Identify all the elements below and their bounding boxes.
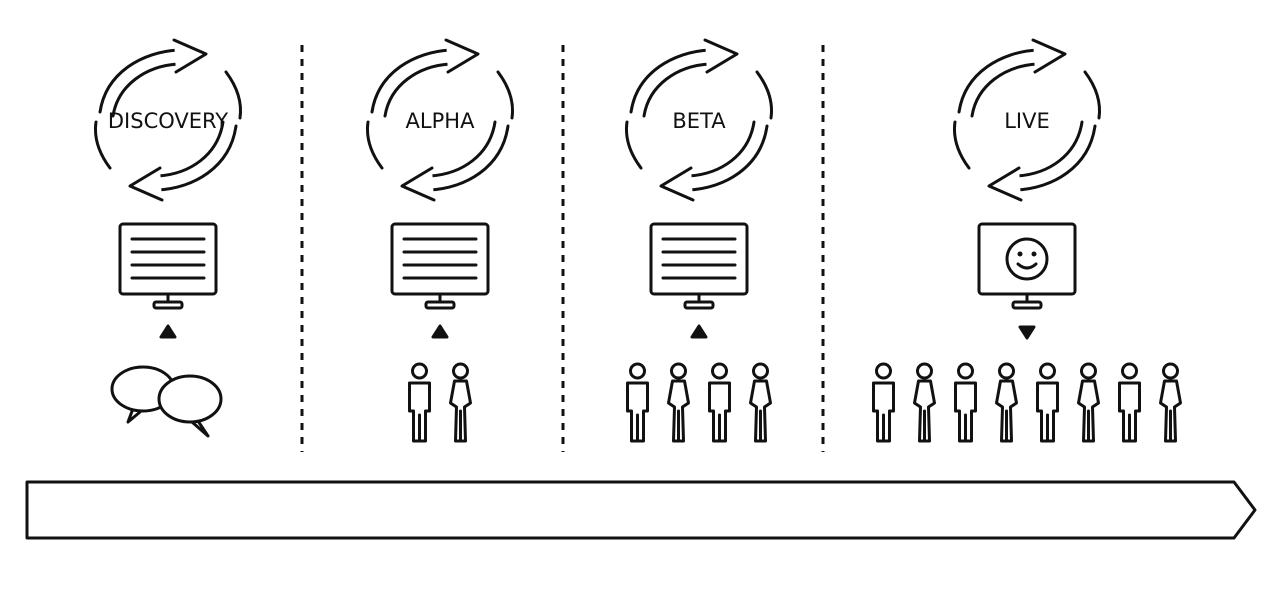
live-person-icon-8 — [1159, 362, 1182, 443]
live-person-icon-4 — [995, 362, 1018, 443]
discovery-speech-bubbles-icon — [110, 365, 223, 438]
beta-person-icon-1 — [626, 362, 649, 443]
beta-triangle-up-icon — [690, 324, 708, 339]
phase-label-alpha: ALPHA — [406, 109, 476, 133]
live-monitor-icon — [977, 222, 1077, 310]
live-person-icon-6 — [1077, 362, 1100, 443]
live-person-icon-5 — [1036, 362, 1059, 443]
discovery-cycle-icon — [94, 38, 242, 202]
alpha-person-icon-1 — [408, 362, 431, 443]
live-triangle-down-icon — [1018, 325, 1036, 340]
phase-label-discovery: DISCOVERY — [108, 109, 228, 133]
live-cycle-icon — [953, 38, 1101, 202]
phase-label-beta: BETA — [672, 109, 726, 133]
beta-person-icon-4 — [749, 362, 772, 443]
alpha-person-icon-2 — [449, 362, 472, 443]
alpha-triangle-up-icon — [431, 324, 449, 339]
beta-monitor-icon — [649, 222, 749, 310]
live-person-icon-7 — [1118, 362, 1141, 443]
live-person-icon-1 — [872, 362, 895, 443]
alpha-cycle-icon — [366, 38, 514, 202]
live-person-icon-3 — [954, 362, 977, 443]
discovery-triangle-up-icon — [159, 324, 177, 339]
live-person-icon-2 — [913, 362, 936, 443]
beta-person-icon-3 — [708, 362, 731, 443]
beta-cycle-icon — [625, 38, 773, 202]
phase-icons — [94, 38, 1182, 443]
alpha-monitor-icon — [390, 222, 490, 310]
timeline-arrow — [25, 480, 1257, 540]
beta-person-icon-2 — [667, 362, 690, 443]
phase-label-live: LIVE — [1004, 109, 1050, 133]
discovery-monitor-icon — [118, 222, 218, 310]
